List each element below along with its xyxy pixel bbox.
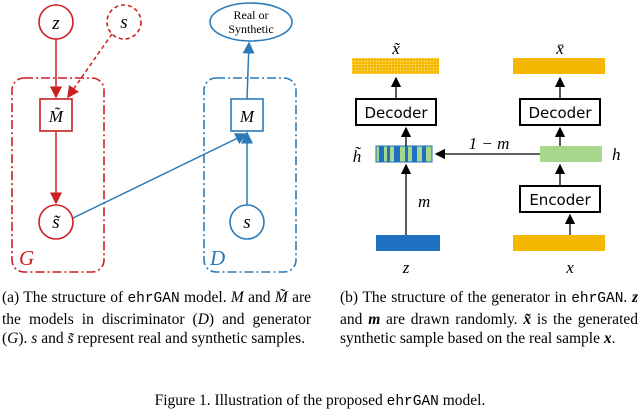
diagram-b: x̃ x̄ Decoder Decoder h̃ h Encoder z	[352, 39, 621, 277]
discriminator-model-label: M	[239, 107, 255, 126]
caption-a-text2: are the models in discriminator (	[2, 289, 312, 328]
synthetic-sample-label: s̃	[52, 212, 61, 233]
caption-a-d: D	[197, 310, 209, 328]
generated-sample-bar	[352, 58, 439, 74]
caption-b-x: x	[603, 330, 612, 348]
caption-b-code: ehrGAN	[571, 291, 624, 307]
arrow-discriminator-to-output	[242, 41, 255, 100]
caption-b-z: z	[631, 289, 639, 306]
caption-a-text1: model.	[179, 289, 227, 306]
real-or-synthetic-output	[209, 2, 293, 42]
synthetic-sample-node	[38, 204, 74, 240]
caption-a-code: ehrGAN	[127, 291, 180, 307]
caption-a: (a) The structure of ehrGAN model. M and…	[2, 288, 311, 349]
generated-sample-label: x̃	[391, 39, 400, 58]
noise-vector-bar	[376, 235, 440, 251]
reconstructed-sample-bar	[513, 58, 605, 74]
caption-b: (b) The structure of the generator in eh…	[340, 288, 638, 349]
generator-model-node	[39, 98, 73, 132]
decoder-right-box	[519, 98, 601, 126]
caption-b-x-tilde: x̃	[523, 310, 532, 328]
caption-a-s: s	[31, 330, 38, 348]
caption-a-text5: represent real and synthetic samples.	[73, 330, 306, 348]
figure-caption-prefix: Figure 1. Illustration of the proposed	[154, 392, 383, 409]
s-condition-node	[106, 4, 142, 40]
caption-b-and1: and	[340, 310, 369, 328]
arrow-s-to-generator	[67, 33, 113, 99]
caption-a-g: G	[7, 330, 19, 348]
arrow-synthetic-to-discriminator	[72, 133, 248, 219]
z-noise-label: z	[51, 13, 60, 34]
s-condition-label: s	[120, 12, 127, 33]
discriminator-box	[203, 77, 297, 273]
caption-b-prefix: (b) The structure of the generator in	[340, 289, 567, 306]
caption-b-text1: .	[623, 289, 632, 306]
caption-a-and1: and	[243, 289, 275, 306]
caption-a-s-tilde: s̃	[67, 330, 74, 348]
caption-a-and2: and	[37, 330, 68, 348]
hidden-representation-label: h	[612, 145, 621, 164]
mask-m-label: m	[418, 192, 430, 211]
ehrgan-figure-diagrams: z s M̃ s̃ G Real or Synthetic M s D	[11, 2, 621, 277]
reconstructed-sample-label: x̄	[555, 39, 564, 58]
caption-b-text2: are drawn randomly.	[380, 310, 524, 328]
diagram-a: z s M̃ s̃ G Real or Synthetic M s D	[11, 2, 297, 273]
caption-a-text3: ) and generator (	[2, 310, 312, 348]
noise-vector-label: z	[402, 258, 410, 277]
caption-a-prefix: (a) The structure of	[2, 289, 124, 306]
caption-b-m: m	[368, 310, 381, 328]
encoder-label: Encoder	[529, 191, 591, 209]
hidden-representation-bar	[540, 146, 602, 162]
caption-b-text3: is the generated synthetic sample based …	[340, 310, 638, 348]
generator-model-label: M̃	[48, 107, 64, 126]
generator-label: G	[19, 246, 34, 270]
real-sample-bar	[513, 235, 605, 251]
mixed-hidden-label: h̃	[353, 147, 362, 166]
real-sample-label: s	[243, 212, 250, 233]
real-or-synthetic-line1: Real or	[234, 8, 269, 22]
caption-a-m-tilde: M̃	[274, 289, 288, 306]
one-minus-m-label: 1 − m	[469, 134, 510, 153]
caption-a-text4: ).	[18, 330, 32, 348]
discriminator-label: D	[209, 246, 225, 270]
figure-caption: Figure 1. Illustration of the proposed e…	[0, 392, 640, 410]
decoder-right-label: Decoder	[528, 104, 592, 122]
caption-b-end: .	[611, 330, 616, 348]
real-sample-input-label: x	[565, 258, 574, 277]
encoder-box	[519, 185, 601, 213]
mixed-hidden-bar	[375, 145, 433, 163]
figure-caption-code: ehrGAN	[386, 394, 439, 410]
figure-caption-suffix: model.	[438, 392, 486, 409]
caption-a-m: M	[230, 289, 244, 306]
decoder-left-label: Decoder	[364, 104, 428, 122]
real-or-synthetic-line2: Synthetic	[228, 22, 273, 36]
generator-box	[11, 77, 105, 273]
